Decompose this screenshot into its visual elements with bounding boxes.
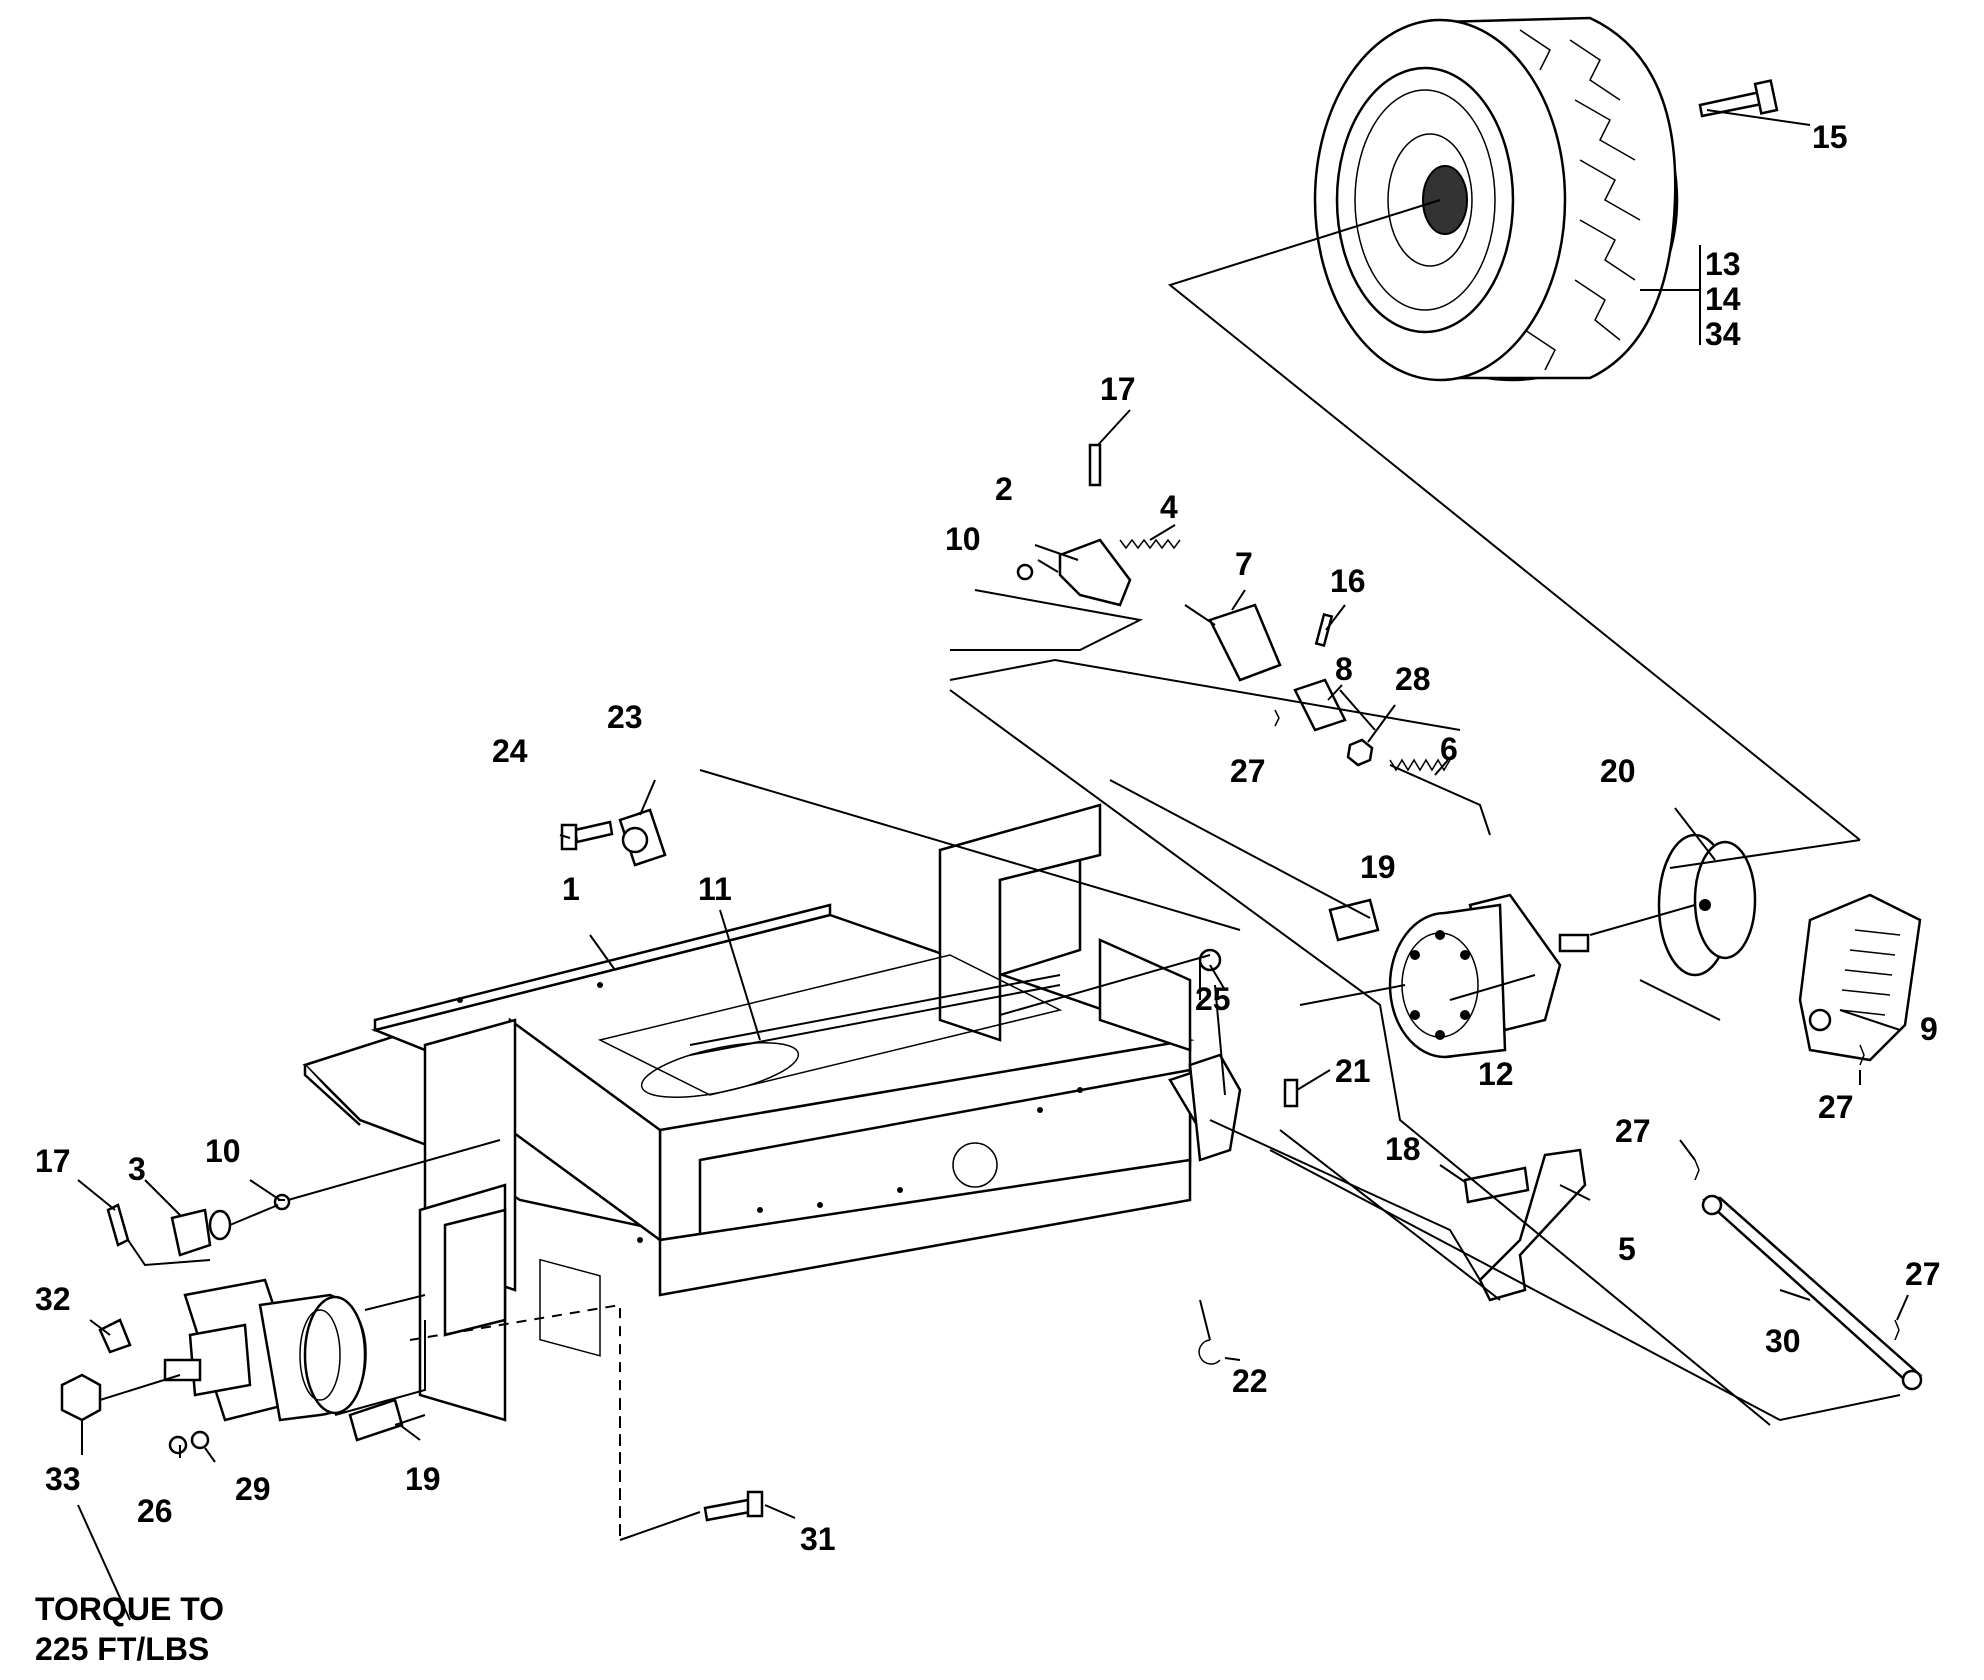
washer-top — [1016, 563, 1034, 581]
brake-lever — [1478, 1148, 1587, 1302]
wheel-hub — [1657, 833, 1757, 977]
cotter-pin-27d — [1894, 1319, 1900, 1341]
wheel-bolt — [1698, 79, 1779, 118]
callout-10-left: 10 — [205, 1133, 241, 1169]
callout-27-rod: 27 — [1905, 1256, 1941, 1292]
torque-note-line2: 225 FT/LBS — [35, 1631, 209, 1667]
callout-13: 13 — [1705, 246, 1741, 282]
grease-fitting — [1283, 1078, 1299, 1108]
callout-17-top: 17 — [1100, 371, 1136, 407]
callout-3: 3 — [128, 1151, 146, 1187]
clevis-pin — [1314, 612, 1334, 648]
callout-20: 20 — [1600, 753, 1636, 789]
callout-labels: 1 2 3 4 5 6 7 8 9 10 10 11 12 13 14 34 1… — [35, 119, 1941, 1557]
bushing-left — [170, 1208, 232, 1257]
callout-27-brake: 27 — [1818, 1089, 1854, 1125]
callout-32: 32 — [35, 1281, 71, 1317]
brake-rod — [1702, 1196, 1923, 1382]
callout-19-left: 19 — [405, 1461, 441, 1497]
callout-19-right: 19 — [1360, 849, 1396, 885]
callout-22: 22 — [1232, 1363, 1268, 1399]
callout-11: 11 — [698, 871, 732, 907]
callout-9: 9 — [1920, 1011, 1938, 1047]
callout-8: 8 — [1335, 651, 1353, 687]
leader-lines — [77, 109, 1909, 1621]
callout-29: 29 — [235, 1471, 271, 1507]
right-hydraulic-motor — [1388, 893, 1590, 1059]
callout-28: 28 — [1395, 661, 1431, 697]
control-rod — [1389, 764, 1491, 836]
spacer-left — [348, 1398, 404, 1442]
spring — [1119, 538, 1181, 550]
callout-7: 7 — [1235, 546, 1253, 582]
castle-nut — [60, 1373, 102, 1422]
callout-5: 5 — [1618, 1231, 1636, 1267]
callout-21: 21 — [1335, 1053, 1371, 1089]
cotter-pin-27c — [1694, 1159, 1700, 1181]
tire-wheel-assembly — [1313, 16, 1679, 382]
nut-25 — [1198, 948, 1222, 972]
callout-27-lever: 27 — [1615, 1113, 1651, 1149]
callout-2: 2 — [995, 471, 1013, 507]
callout-15: 15 — [1812, 119, 1848, 155]
callout-4: 4 — [1160, 489, 1178, 525]
callout-16: 16 — [1330, 563, 1366, 599]
callout-10-top: 10 — [945, 521, 981, 557]
pad-18 — [1463, 1166, 1530, 1204]
torque-note: TORQUE TO 225 FT/LBS — [35, 1591, 224, 1667]
spacer-right — [1328, 898, 1380, 942]
pin-left — [106, 1203, 130, 1247]
crossbar-rod-lower — [689, 984, 1061, 1056]
left-hydraulic-motor — [163, 1278, 367, 1422]
callout-26: 26 — [137, 1493, 173, 1529]
jam-nut — [1346, 738, 1374, 767]
main-frame — [302, 803, 1242, 1422]
nut-26 — [168, 1435, 188, 1455]
pin-top — [1088, 443, 1102, 487]
cotter-pin-top — [1274, 709, 1280, 727]
callout-30: 30 — [1765, 1323, 1801, 1359]
washer-29 — [190, 1430, 210, 1450]
callout-27-top: 27 — [1230, 753, 1266, 789]
callout-31: 31 — [800, 1521, 836, 1557]
callout-33: 33 — [45, 1461, 81, 1497]
callout-24: 24 — [492, 733, 528, 769]
bolt-24 — [560, 820, 614, 851]
woodruff-key — [98, 1318, 132, 1354]
callout-14: 14 — [1705, 281, 1741, 317]
callout-25: 25 — [1195, 981, 1231, 1017]
bearing-23 — [618, 808, 667, 867]
callout-34: 34 — [1705, 316, 1741, 352]
callout-6: 6 — [1440, 731, 1458, 767]
yoke — [1208, 603, 1282, 682]
cotter-pin-brake — [1859, 1044, 1865, 1066]
crossbar-rod — [689, 974, 1061, 1046]
callout-18: 18 — [1385, 1131, 1421, 1167]
torque-note-line1: TORQUE TO — [35, 1591, 224, 1627]
callout-23: 23 — [607, 699, 643, 735]
frame-bolt — [703, 1490, 764, 1522]
retaining-ring — [1198, 1339, 1221, 1365]
callout-1: 1 — [562, 871, 580, 907]
brake-assembly — [1798, 893, 1922, 1062]
control-arm — [1058, 538, 1132, 607]
callout-12: 12 — [1478, 1056, 1514, 1092]
callout-17-left: 17 — [35, 1143, 71, 1179]
